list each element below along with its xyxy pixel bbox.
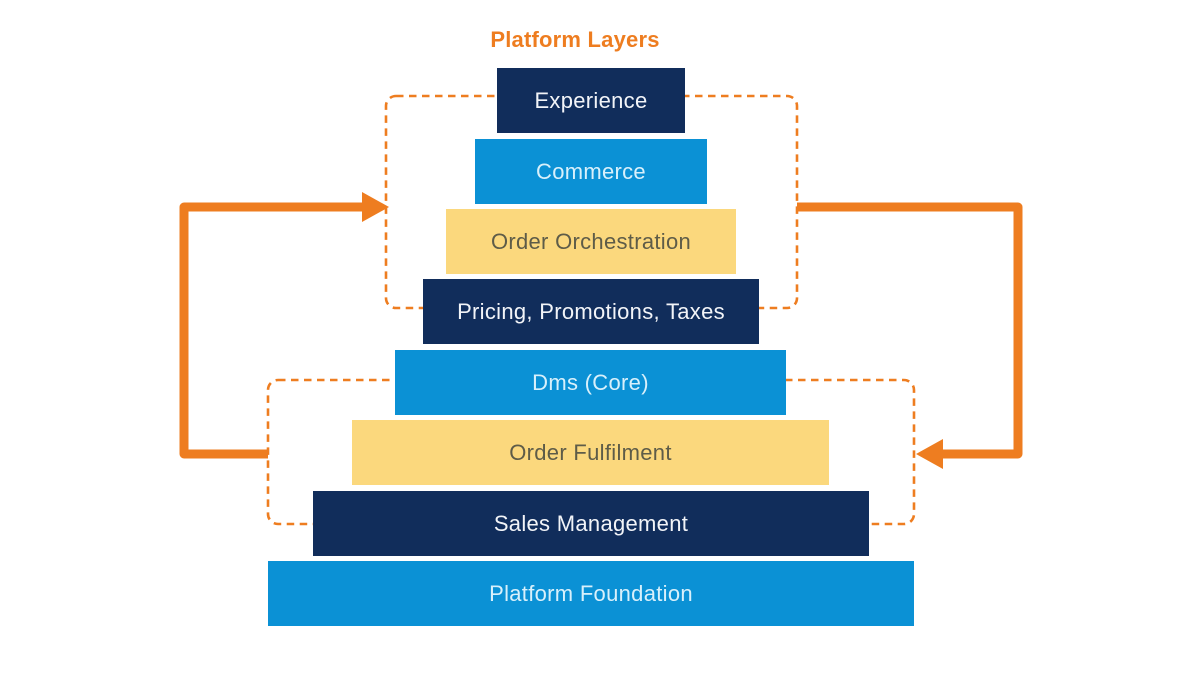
layer-experience: Experience [497,68,685,133]
layer-platform-foundation: Platform Foundation [268,561,914,626]
left-loop-arrow [179,202,364,459]
left-loop-arrowhead-icon [362,192,389,222]
layer-order-orchestration: Order Orchestration [446,209,736,274]
right-loop-arrowhead-icon [916,439,943,469]
layer-sales-management: Sales Management [313,491,869,556]
right-loop-arrow [797,202,1023,459]
layer-pricing-promotions-taxes: Pricing, Promotions, Taxes [423,279,759,344]
diagram-title: Platform Layers [490,27,660,52]
layer-order-fulfilment: Order Fulfilment [352,420,829,485]
layer-dms-core: Dms (Core) [395,350,786,415]
layer-commerce: Commerce [475,139,707,204]
